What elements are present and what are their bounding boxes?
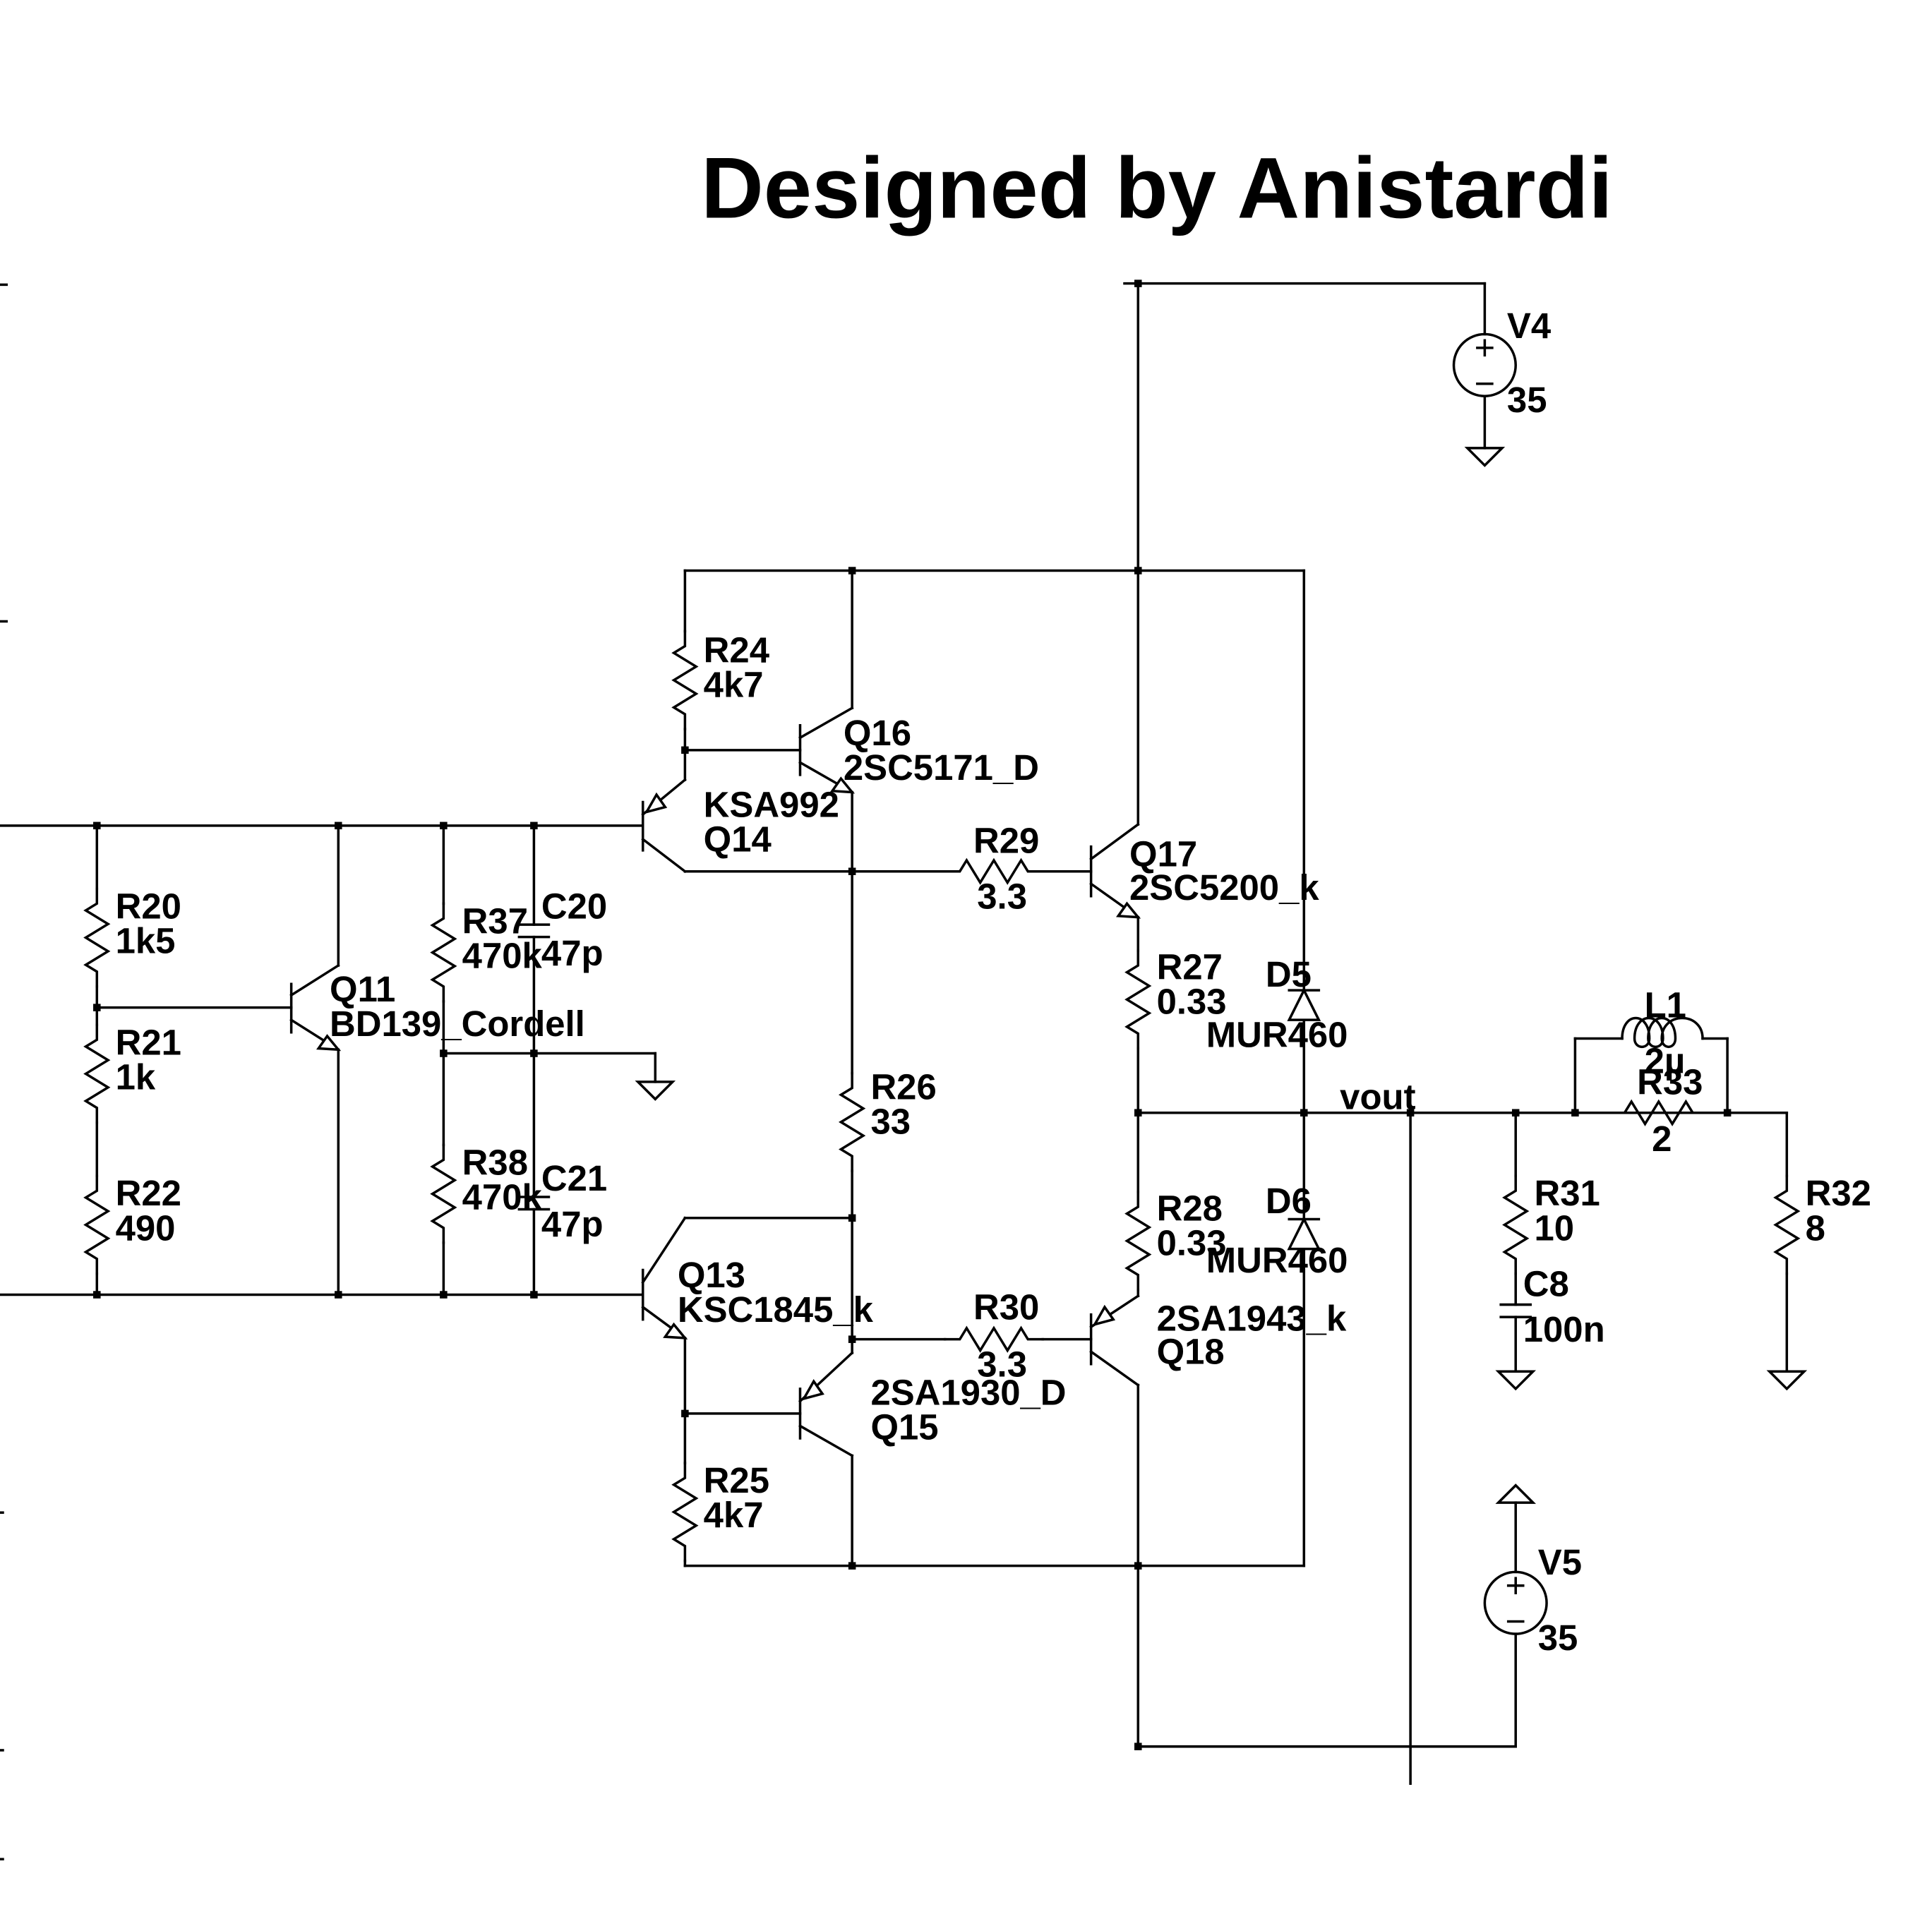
- resistor-r22: R22 490: [84, 1173, 181, 1275]
- svg-text:4k7: 4k7: [704, 1495, 764, 1535]
- svg-text:Q17: Q17: [1129, 834, 1197, 874]
- svg-text:Q16: Q16: [844, 713, 911, 753]
- capacitor-c21: C21 47p: [517, 1158, 607, 1244]
- svg-text:R25: R25: [704, 1460, 769, 1500]
- svg-text:35: 35: [1507, 380, 1547, 420]
- transistor-q18: 2SA1943_k Q18: [1089, 1294, 1347, 1388]
- svg-text:MUR460: MUR460: [1206, 1240, 1348, 1280]
- svg-text:R30: R30: [973, 1287, 1039, 1328]
- svg-text:47p: 47p: [541, 933, 604, 973]
- schematic-title: Designed by Anistardi: [701, 140, 1612, 237]
- svg-text:R26: R26: [870, 1066, 936, 1107]
- svg-text:R37: R37: [462, 901, 528, 941]
- svg-text:3.3: 3.3: [977, 1344, 1027, 1384]
- svg-text:2: 2: [1652, 1119, 1672, 1159]
- svg-text:R28: R28: [1157, 1188, 1223, 1228]
- resistor-r26: R26 33: [839, 1066, 937, 1172]
- transistor-q14: KSA992 Q14: [641, 778, 839, 874]
- transistor-q13: Q13 KSC1845_k: [641, 1216, 874, 1340]
- svg-text:Q14: Q14: [704, 819, 772, 860]
- diode-d6: D6 MUR460: [1206, 1181, 1348, 1280]
- transistor-q11: Q11 BD139_Cordell: [289, 963, 585, 1052]
- svg-text:R33: R33: [1637, 1061, 1703, 1102]
- transistor-q15: 2SA1930_D Q15: [798, 1351, 1067, 1457]
- svg-text:V5: V5: [1538, 1542, 1582, 1582]
- svg-text:47p: 47p: [541, 1204, 604, 1244]
- capacitor-c8: C8 100n: [1499, 1263, 1605, 1349]
- svg-text:R24: R24: [704, 630, 770, 670]
- svg-text:470k: 470k: [462, 936, 543, 976]
- svg-text:V4: V4: [1507, 306, 1552, 346]
- resistor-r28: R28 0.33: [1125, 1188, 1227, 1292]
- svg-text:BD139_Cordell: BD139_Cordell: [330, 1004, 585, 1044]
- svg-text:35: 35: [1538, 1618, 1578, 1658]
- svg-text:R27: R27: [1157, 946, 1223, 987]
- svg-text:C8: C8: [1523, 1263, 1569, 1304]
- svg-text:C21: C21: [541, 1158, 607, 1198]
- resistor-r21: R21 1k: [84, 1022, 181, 1124]
- wires: [0, 282, 1789, 1786]
- svg-text:KSC1845_k: KSC1845_k: [678, 1289, 874, 1330]
- svg-text:R32: R32: [1806, 1173, 1871, 1213]
- svg-text:4k7: 4k7: [704, 664, 764, 704]
- resistor-r31: R31 10: [1503, 1173, 1600, 1275]
- svg-text:R21: R21: [116, 1022, 181, 1062]
- svg-text:1k5: 1k5: [116, 920, 176, 961]
- svg-text:2SA1943_k: 2SA1943_k: [1157, 1298, 1347, 1338]
- resistor-r20: R20 1k5: [84, 886, 181, 988]
- svg-text:8: 8: [1806, 1208, 1825, 1248]
- svg-text:2SC5200_k: 2SC5200_k: [1129, 867, 1319, 908]
- resistor-r30: R30 3.3: [943, 1287, 1044, 1384]
- diode-d5: D5 MUR460: [1206, 954, 1348, 1055]
- resistor-r33: R33 2: [1608, 1061, 1709, 1159]
- svg-text:2SA1930_D: 2SA1930_D: [870, 1373, 1066, 1413]
- svg-text:1k: 1k: [116, 1057, 156, 1097]
- svg-text:Q15: Q15: [870, 1407, 938, 1447]
- svg-text:L1: L1: [1645, 985, 1686, 1025]
- svg-text:10: 10: [1535, 1208, 1575, 1248]
- ground-symbols: [635, 447, 1808, 1391]
- resistor-r32: R32 8: [1774, 1173, 1871, 1275]
- resistor-r37: R37 470k: [431, 901, 543, 1003]
- net-label-vout: vout: [1340, 1076, 1415, 1117]
- svg-text:D6: D6: [1266, 1181, 1312, 1221]
- svg-text:Q18: Q18: [1157, 1332, 1225, 1372]
- svg-text:2SC5171_D: 2SC5171_D: [844, 747, 1039, 788]
- svg-text:100n: 100n: [1523, 1309, 1605, 1349]
- svg-text:33: 33: [870, 1102, 911, 1142]
- svg-text:D5: D5: [1266, 954, 1312, 994]
- resistor-r38: R38 470k: [431, 1142, 543, 1244]
- svg-text:490: 490: [116, 1208, 176, 1248]
- resistor-r27: R27 0.33: [1125, 946, 1227, 1050]
- svg-text:2µ: 2µ: [1645, 1041, 1686, 1081]
- svg-text:MUR460: MUR460: [1206, 1015, 1348, 1055]
- resistor-r25: R25 4k7: [672, 1460, 769, 1563]
- svg-text:R31: R31: [1535, 1173, 1600, 1213]
- svg-text:KSA992: KSA992: [704, 785, 839, 825]
- transistor-q17: Q17 2SC5200_k: [1089, 822, 1319, 920]
- left-edge-marks: [0, 283, 8, 1861]
- svg-text:R38: R38: [462, 1142, 528, 1182]
- svg-text:C20: C20: [541, 886, 607, 926]
- inductor-l1: L1 2µ: [1621, 985, 1704, 1081]
- svg-text:Q13: Q13: [678, 1255, 745, 1295]
- supply-arrow-v5: [1495, 1483, 1537, 1504]
- resistor-r24: R24 4k7: [672, 630, 770, 730]
- svg-text:R29: R29: [973, 820, 1039, 860]
- resistor-r29: R29 3.3: [943, 820, 1044, 916]
- transistor-q16: Q16 2SC5171_D: [798, 706, 1039, 794]
- svg-text:R22: R22: [116, 1173, 181, 1213]
- svg-text:Q11: Q11: [330, 969, 395, 1009]
- voltage-source-v4: V4 35: [1452, 306, 1552, 420]
- voltage-source-v5: V5 35: [1483, 1542, 1582, 1658]
- svg-text:0.33: 0.33: [1157, 1222, 1227, 1263]
- svg-text:3.3: 3.3: [977, 876, 1027, 916]
- svg-text:R20: R20: [116, 886, 181, 926]
- junction-dots: [93, 279, 1732, 1750]
- svg-text:0.33: 0.33: [1157, 981, 1227, 1021]
- capacitor-c20: C20 47p: [517, 886, 607, 973]
